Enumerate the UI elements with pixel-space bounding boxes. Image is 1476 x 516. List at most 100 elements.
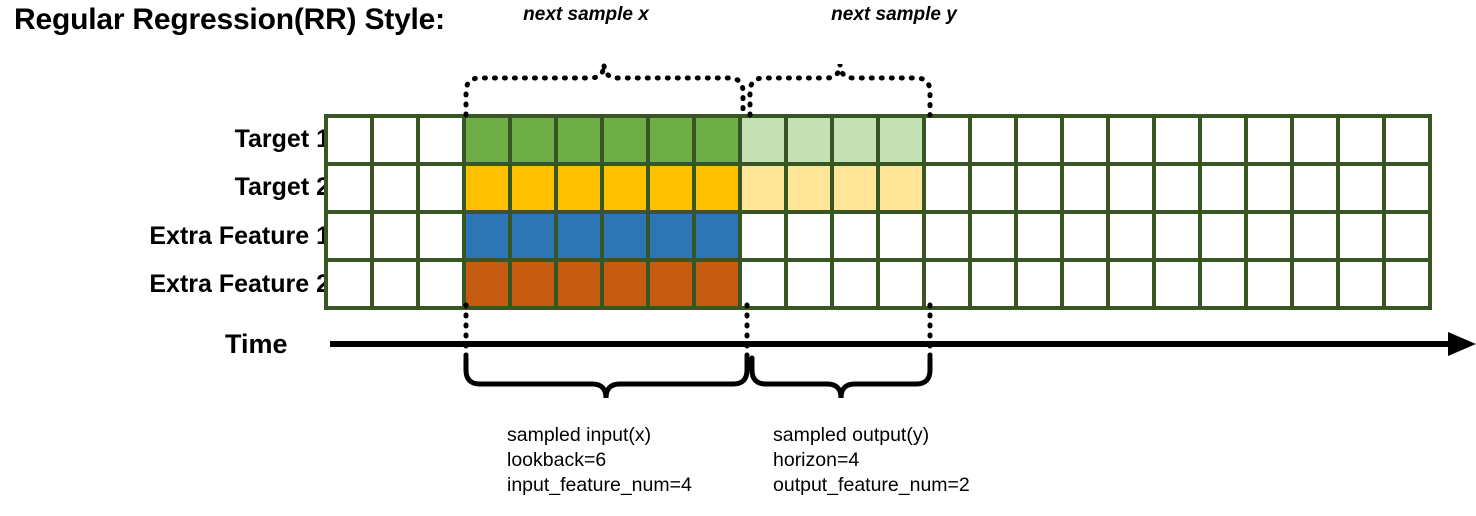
grid-cell-r4-c11 <box>788 262 830 306</box>
row-label-target-2: Target 2 <box>234 173 330 201</box>
grid-cell-r3-c4 <box>466 214 508 258</box>
grid-cell-r3-c2 <box>374 214 416 258</box>
annotation-input-line-1: sampled input(x) <box>507 424 652 446</box>
grid-cell-r2-c20 <box>1202 166 1244 210</box>
grid-cell-r2-c21 <box>1248 166 1290 210</box>
grid-cell-r2-c18 <box>1110 166 1152 210</box>
grid-cell-r3-c19 <box>1156 214 1198 258</box>
grid-cell-r2-c1 <box>328 166 370 210</box>
grid-cell-r2-c16 <box>1018 166 1060 210</box>
grid-cell-r2-c10 <box>742 166 784 210</box>
time-axis-label: Time <box>225 329 288 359</box>
grid-cell-r1-c21 <box>1248 118 1290 162</box>
annotation-sampled-output: sampled output(y) horizon=4 output_featu… <box>773 423 970 498</box>
brace-next-sample-y <box>747 63 933 118</box>
grid-cell-r3-c6 <box>558 214 600 258</box>
annotation-input-line-2: lookback=6 <box>507 449 607 471</box>
grid-cell-r2-c14 <box>926 166 968 210</box>
grid-cell-r3-c14 <box>926 214 968 258</box>
grid-cell-r2-c19 <box>1156 166 1198 210</box>
grid-cell-r3-c22 <box>1294 214 1336 258</box>
grid-cell-r3-c23 <box>1340 214 1382 258</box>
grid-cell-r1-c8 <box>650 118 692 162</box>
grid-cell-r2-c5 <box>512 166 554 210</box>
grid-cell-r2-c6 <box>558 166 600 210</box>
grid-cell-r1-c3 <box>420 118 462 162</box>
grid-cell-r2-c9 <box>696 166 738 210</box>
timeseries-grid <box>324 114 1432 310</box>
time-arrow <box>330 332 1476 356</box>
grid-cell-r2-c3 <box>420 166 462 210</box>
grid-cell-r1-c15 <box>972 118 1014 162</box>
brace-sampled-input <box>463 355 750 399</box>
grid-cell-r4-c20 <box>1202 262 1244 306</box>
grid-cell-r4-c18 <box>1110 262 1152 306</box>
grid-cell-r3-c11 <box>788 214 830 258</box>
grid-cell-r3-c20 <box>1202 214 1244 258</box>
grid-cell-r3-c13 <box>880 214 922 258</box>
grid-cell-r2-c12 <box>834 166 876 210</box>
grid-cell-r3-c24 <box>1386 214 1428 258</box>
grid-cell-r3-c16 <box>1018 214 1060 258</box>
grid-cell-r4-c16 <box>1018 262 1060 306</box>
grid-cell-r3-c10 <box>742 214 784 258</box>
label-next-sample-y: next sample y <box>831 4 957 25</box>
grid-cell-r4-c7 <box>604 262 646 306</box>
grid-cell-r3-c7 <box>604 214 646 258</box>
grid-cell-r4-c9 <box>696 262 738 306</box>
grid-cell-r2-c4 <box>466 166 508 210</box>
grid-cell-r2-c8 <box>650 166 692 210</box>
grid-cell-r3-c3 <box>420 214 462 258</box>
grid-cell-r4-c5 <box>512 262 554 306</box>
grid-cell-r1-c12 <box>834 118 876 162</box>
grid-cell-r4-c8 <box>650 262 692 306</box>
grid-cell-r1-c14 <box>926 118 968 162</box>
grid-cell-r4-c17 <box>1064 262 1106 306</box>
grid-cell-r4-c12 <box>834 262 876 306</box>
grid-cell-r4-c1 <box>328 262 370 306</box>
grid-cell-r1-c6 <box>558 118 600 162</box>
annotation-input-line-3: input_feature_num=4 <box>507 474 692 496</box>
grid-cell-r4-c19 <box>1156 262 1198 306</box>
grid-cell-r3-c15 <box>972 214 1014 258</box>
annotation-output-line-3: output_feature_num=2 <box>773 474 970 496</box>
annotation-sampled-input: sampled input(x) lookback=6 input_featur… <box>507 423 692 498</box>
grid-cell-r1-c11 <box>788 118 830 162</box>
grid-cell-r4-c14 <box>926 262 968 306</box>
grid-cell-r3-c21 <box>1248 214 1290 258</box>
grid-cell-r2-c7 <box>604 166 646 210</box>
grid-cell-r1-c9 <box>696 118 738 162</box>
grid-cell-r1-c1 <box>328 118 370 162</box>
grid-cell-r3-c5 <box>512 214 554 258</box>
grid-cell-r4-c24 <box>1386 262 1428 306</box>
grid-cell-r2-c22 <box>1294 166 1336 210</box>
grid-cell-r1-c5 <box>512 118 554 162</box>
grid-cell-r3-c8 <box>650 214 692 258</box>
page-title: Regular Regression(RR) Style: <box>14 3 445 36</box>
grid-cell-r4-c22 <box>1294 262 1336 306</box>
boundary-guides <box>463 302 933 368</box>
annotation-output-line-1: sampled output(y) <box>773 424 930 446</box>
grid-cell-r4-c4 <box>466 262 508 306</box>
row-label-extra-feature-1: Extra Feature 1 <box>149 222 330 250</box>
grid-cell-r2-c11 <box>788 166 830 210</box>
grid-cell-r2-c24 <box>1386 166 1428 210</box>
grid-cell-r3-c17 <box>1064 214 1106 258</box>
grid-cell-r1-c24 <box>1386 118 1428 162</box>
grid-cell-r4-c6 <box>558 262 600 306</box>
grid-cell-r2-c2 <box>374 166 416 210</box>
sample-span-braces <box>463 355 933 399</box>
grid-cell-r3-c12 <box>834 214 876 258</box>
grid-cell-r1-c4 <box>466 118 508 162</box>
grid-cell-r4-c15 <box>972 262 1014 306</box>
grid-cell-r1-c23 <box>1340 118 1382 162</box>
grid-cell-r4-c3 <box>420 262 462 306</box>
grid-cell-r1-c2 <box>374 118 416 162</box>
grid-cell-r3-c1 <box>328 214 370 258</box>
grid-cell-r1-c17 <box>1064 118 1106 162</box>
grid-cell-r1-c13 <box>880 118 922 162</box>
label-next-sample-x: next sample x <box>523 4 649 25</box>
brace-next-sample-x <box>463 63 746 118</box>
grid-cell-r3-c9 <box>696 214 738 258</box>
grid-cell-r4-c10 <box>742 262 784 306</box>
